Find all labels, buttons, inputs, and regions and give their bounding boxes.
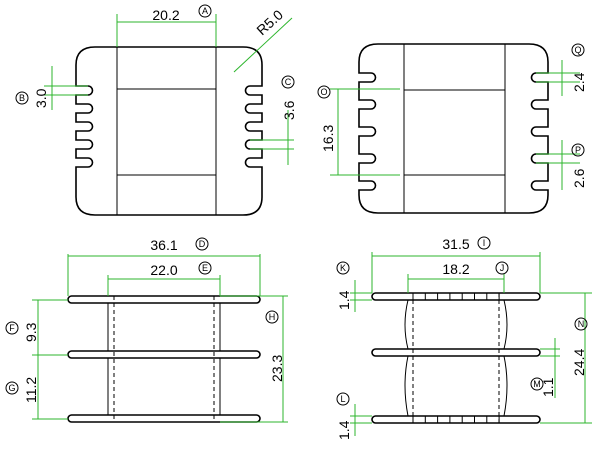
tag-b: B [19, 93, 25, 103]
dim-r5-0: R5.0 [253, 6, 286, 38]
dim-18-2: 18.2 [442, 261, 469, 277]
tag-l: L [340, 394, 345, 404]
tag-h: H [269, 312, 276, 322]
top-right-outline [358, 43, 549, 214]
tag-n: N [578, 319, 585, 329]
top-left-view: 20.2 A R5.0 3.0 B 3.6 C [15, 4, 297, 216]
tag-q: Q [574, 45, 581, 55]
tag-c: C [285, 77, 292, 87]
tag-p: P [575, 145, 581, 155]
flange-top [67, 295, 261, 304]
dim-2-6: 2.6 [571, 168, 587, 188]
top-left-outline [75, 46, 263, 216]
tag-g: G [8, 383, 15, 393]
dim-3-6: 3.6 [281, 100, 297, 120]
dim-22-0: 22.0 [150, 262, 177, 278]
tag-e: E [202, 263, 208, 273]
tag-k: K [340, 263, 346, 273]
dim-23-3: 23.3 [269, 355, 285, 382]
tag-a: A [202, 6, 208, 16]
dim-3-0: 3.0 [33, 88, 49, 108]
flange-mid [67, 350, 261, 359]
dim-9-3: 9.3 [23, 322, 39, 342]
dim-24-4: 24.4 [571, 349, 587, 376]
dim-1-4-top: 1.4 [336, 290, 352, 310]
bottom-left-view: 36.1 D 22.0 E 23.3 H 9.3 F 11.2 G [5, 237, 288, 423]
bottom-right-view: 31.5 I 18.2 J 1.4 K 1.4 L 1.1 M [336, 236, 592, 440]
top-right-view: 16.3 O 2.4 Q 2.6 P [317, 43, 587, 214]
flange-mid-r [371, 348, 541, 357]
dim-16-3: 16.3 [320, 125, 336, 152]
flange-bottom-r [371, 415, 541, 424]
tag-f: F [9, 323, 15, 333]
dim-1-4-bottom: 1.4 [336, 420, 352, 440]
dim-11-2: 11.2 [23, 377, 39, 403]
tag-m: M [533, 379, 541, 389]
dim-31-5: 31.5 [442, 236, 469, 252]
tag-i: I [483, 238, 486, 248]
dim-1-1: 1.1 [540, 377, 556, 397]
tag-j: J [500, 263, 505, 273]
dim-20-2: 20.2 [152, 7, 179, 23]
dim-2-4: 2.4 [571, 72, 587, 92]
tag-o: O [320, 87, 327, 97]
dim-36-1: 36.1 [150, 237, 177, 253]
flange-top-r [371, 292, 541, 301]
flange-bottom [67, 414, 261, 423]
tag-d: D [199, 239, 206, 249]
